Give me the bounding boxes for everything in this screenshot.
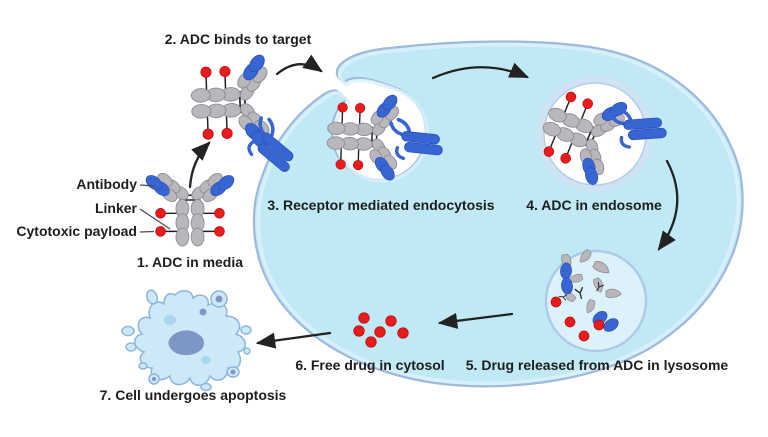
- step7-label: 7. Cell undergoes apoptosis: [100, 387, 287, 403]
- arrow-step5-to-step6: [437, 312, 514, 329]
- free-drug-dots: [353, 312, 409, 348]
- step2-label: 2. ADC binds to target: [165, 31, 312, 47]
- annotation-line-cytotoxic-payload: [139, 230, 155, 233]
- annotation-line-antibody: [139, 184, 155, 187]
- arrow-step4-to-step5: [657, 159, 679, 251]
- step3-label: 3. Receptor mediated endocytosis: [267, 197, 494, 213]
- adc-molecule-step2: [188, 51, 274, 154]
- arrow-step6-to-step7: [255, 331, 332, 349]
- annotation-line-linker: [139, 208, 171, 230]
- step4-label: 4. ADC in endosome: [526, 197, 662, 213]
- cytotoxic-payload-label: Cytotoxic payload: [16, 223, 137, 239]
- step6-label: 6. Free drug in cytosol: [295, 357, 444, 373]
- linker-label: Linker: [95, 200, 138, 216]
- arrow-step2-to-step3: [275, 54, 323, 76]
- antibody-label: Antibody: [76, 176, 137, 192]
- apoptotic-cell: [121, 289, 252, 392]
- step1-label: 1. ADC in media: [137, 254, 243, 270]
- arrow-step1-to-step2: [188, 141, 211, 189]
- arrow-step3-to-step4: [431, 62, 530, 80]
- apoptotic-nucleus-fragments: [152, 295, 236, 381]
- step5-label: 5. Drug released from ADC in lysosome: [466, 357, 729, 373]
- lysosome-contents: [550, 247, 623, 342]
